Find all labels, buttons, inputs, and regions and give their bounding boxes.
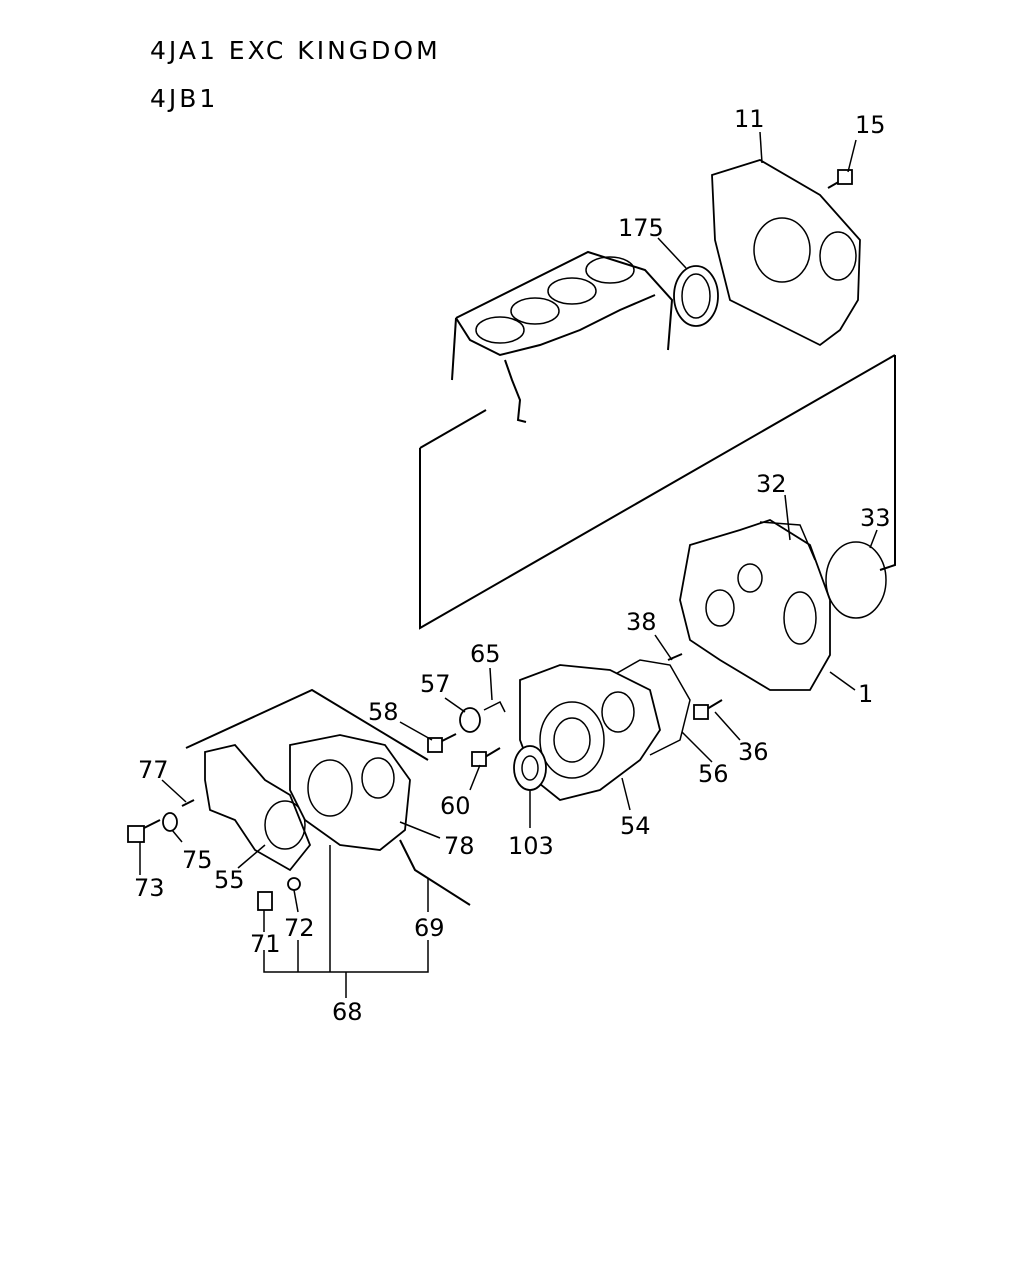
callout-175: 175 — [618, 214, 664, 242]
bolt-60-part — [471, 747, 501, 767]
plate-65-part — [483, 700, 506, 713]
callout-32: 32 — [756, 470, 787, 498]
callout-78: 78 — [444, 832, 475, 860]
callout-69: 69 — [414, 914, 445, 942]
washer-75-part — [162, 812, 178, 832]
callout-54: 54 — [620, 812, 651, 840]
gasket-32-part — [759, 521, 816, 561]
callout-58: 58 — [368, 698, 399, 726]
callout-1: 1 — [858, 680, 873, 708]
cap-57-part — [459, 707, 481, 733]
cover-78-part — [289, 734, 411, 851]
front-cover-box-lines — [185, 688, 429, 761]
oil-seal-175-part — [673, 265, 719, 327]
callout-11: 11 — [734, 105, 765, 133]
gauge-69-part — [399, 839, 471, 906]
bolt-58-part — [427, 733, 457, 753]
callout-68: 68 — [332, 998, 363, 1026]
callout-36: 36 — [738, 738, 769, 766]
callout-103: 103 — [508, 832, 554, 860]
callout-71: 71 — [250, 930, 281, 958]
callout-73: 73 — [134, 874, 165, 902]
callout-77: 77 — [138, 756, 169, 784]
leader-lines — [139, 131, 878, 998]
gasket-56-part — [604, 659, 691, 756]
pin-38-part — [667, 653, 683, 661]
housing-54-part — [519, 664, 661, 801]
callout-labels: 11 15 175 32 33 38 1 65 57 58 36 56 77 6… — [134, 105, 891, 1026]
bolt-15-part — [827, 169, 853, 189]
callout-65: 65 — [470, 640, 501, 668]
bolt-73-part — [127, 819, 161, 843]
callout-60: 60 — [440, 792, 471, 820]
bolt-36-part — [693, 699, 723, 720]
plug-71-part — [257, 891, 273, 911]
o-ring-33-part — [825, 541, 887, 619]
front-cover-55-part — [204, 743, 312, 872]
callout-55: 55 — [214, 866, 245, 894]
rear-plate-part — [711, 159, 861, 347]
gear-case-1-part — [679, 519, 831, 691]
cylinder-block-outline — [451, 250, 674, 423]
model-title-line-1: 4JA1 EXC KINGDOM — [150, 36, 441, 65]
callout-38: 38 — [626, 608, 657, 636]
callout-15: 15 — [855, 111, 886, 139]
callout-33: 33 — [860, 504, 891, 532]
callout-57: 57 — [420, 670, 451, 698]
pin-77-part — [181, 799, 195, 807]
callout-75: 75 — [182, 846, 213, 874]
callout-72: 72 — [284, 914, 315, 942]
callout-56: 56 — [698, 760, 729, 788]
model-title-line-2: 4JB1 — [150, 84, 219, 113]
plug-72-part — [287, 877, 301, 891]
oil-seal-103-part — [513, 745, 547, 791]
